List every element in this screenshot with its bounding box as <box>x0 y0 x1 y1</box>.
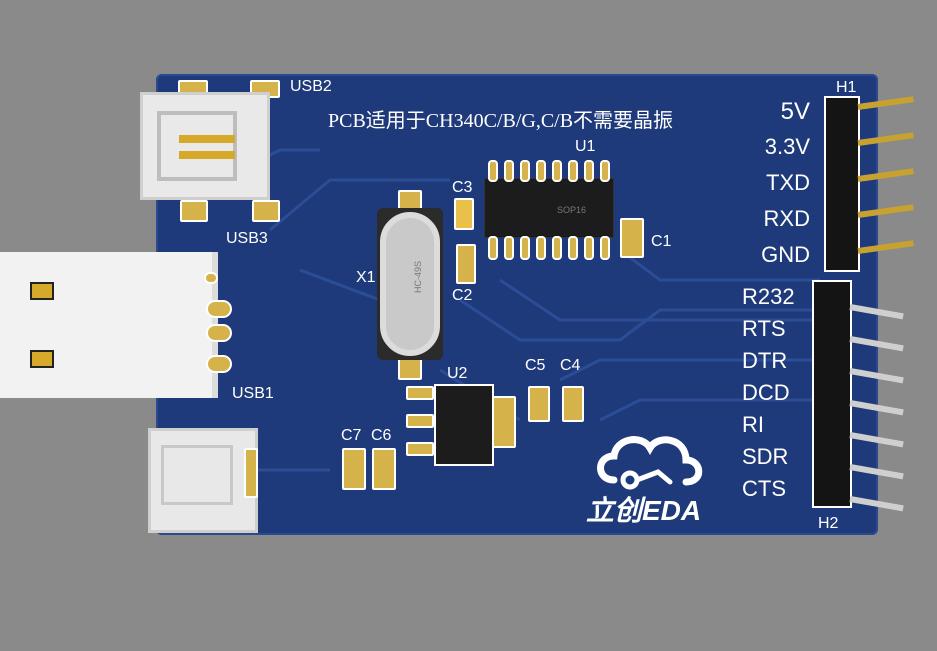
c4-label: C4 <box>560 357 581 374</box>
x1-package-label: HC-49S <box>413 260 423 293</box>
h1-pin-label: RXD <box>763 206 810 231</box>
u1-pad <box>568 160 578 182</box>
u1-pad <box>520 160 530 182</box>
u1-pad <box>488 160 498 182</box>
usb1-micro-connector <box>148 428 258 533</box>
x1-crystal: HC-49S <box>380 212 440 356</box>
usb3-label: USB3 <box>226 230 268 247</box>
usb3-pad <box>206 300 232 318</box>
u1-pad <box>520 236 530 260</box>
usb3-usb-a-connector <box>0 252 218 398</box>
usb3-pad <box>206 324 232 342</box>
h2-pin-label: RTS <box>742 316 786 341</box>
usb1-pad <box>244 448 258 498</box>
usb2-pad <box>252 200 280 222</box>
c2-capacitor <box>456 244 476 284</box>
u1-pad <box>552 160 562 182</box>
h1-pin-label: 5V <box>780 98 810 125</box>
h1-pin-label: GND <box>761 242 810 267</box>
u1-pad <box>552 236 562 260</box>
h2-pin-label: RI <box>742 412 764 437</box>
c5-label: C5 <box>525 357 546 374</box>
u1-label: U1 <box>575 138 596 155</box>
u2-pin <box>406 386 434 400</box>
h2-header <box>812 280 852 508</box>
h1-pin-label: TXD <box>766 170 810 195</box>
h2-pin-label: SDR <box>742 444 789 469</box>
x1-pad <box>398 356 422 380</box>
u1-pad <box>488 236 498 260</box>
c3-capacitor <box>454 198 474 230</box>
c5-capacitor <box>528 386 550 422</box>
u1-pad <box>584 236 594 260</box>
h1-label: H1 <box>836 79 857 96</box>
usb1-label: USB1 <box>232 385 274 402</box>
c1-capacitor <box>620 218 644 258</box>
h1-pin-label: 3.3V <box>764 134 810 159</box>
h2-pin-label: R232 <box>742 284 795 309</box>
u1-pad <box>584 160 594 182</box>
u2-chip <box>434 384 494 466</box>
usb2-pad <box>180 200 208 222</box>
c2-label: C2 <box>452 287 473 304</box>
u1-pad <box>536 160 546 182</box>
c1-label: C1 <box>651 233 672 250</box>
usb2-label: USB2 <box>290 78 332 95</box>
usb3-pad <box>206 355 232 373</box>
c4-capacitor <box>562 386 584 422</box>
c7-label: C7 <box>341 427 362 444</box>
u1-pad <box>600 160 610 182</box>
c3-label: C3 <box>452 179 473 196</box>
h1-header <box>824 96 860 272</box>
h2-pin-label: CTS <box>742 476 786 501</box>
u2-pin <box>406 442 434 456</box>
c6-label: C6 <box>371 427 392 444</box>
h2-pin-label: DTR <box>742 348 788 373</box>
c6-capacitor <box>372 448 396 490</box>
u1-pad <box>504 160 514 182</box>
u2-pin <box>406 414 434 428</box>
brand-logo-text: 立创EDA <box>586 495 702 526</box>
u1-package-label: SOP16 <box>557 205 587 215</box>
usb2-mini-connector <box>140 92 270 200</box>
u1-pad <box>504 236 514 260</box>
usb3-pad <box>204 272 218 284</box>
u1-chip: SOP16 <box>484 178 614 238</box>
h2-pin-label: DCD <box>742 380 790 405</box>
c7-capacitor <box>342 448 366 490</box>
h2-label: H2 <box>818 515 839 532</box>
x1-label: X1 <box>356 269 376 286</box>
u1-pad <box>600 236 610 260</box>
u1-pad <box>536 236 546 260</box>
board-note: PCB适用于CH340C/B/G,C/B不需要晶振 <box>328 110 674 132</box>
cloud-logo-icon <box>597 436 703 490</box>
u2-label: U2 <box>447 365 468 382</box>
u1-pad <box>568 236 578 260</box>
